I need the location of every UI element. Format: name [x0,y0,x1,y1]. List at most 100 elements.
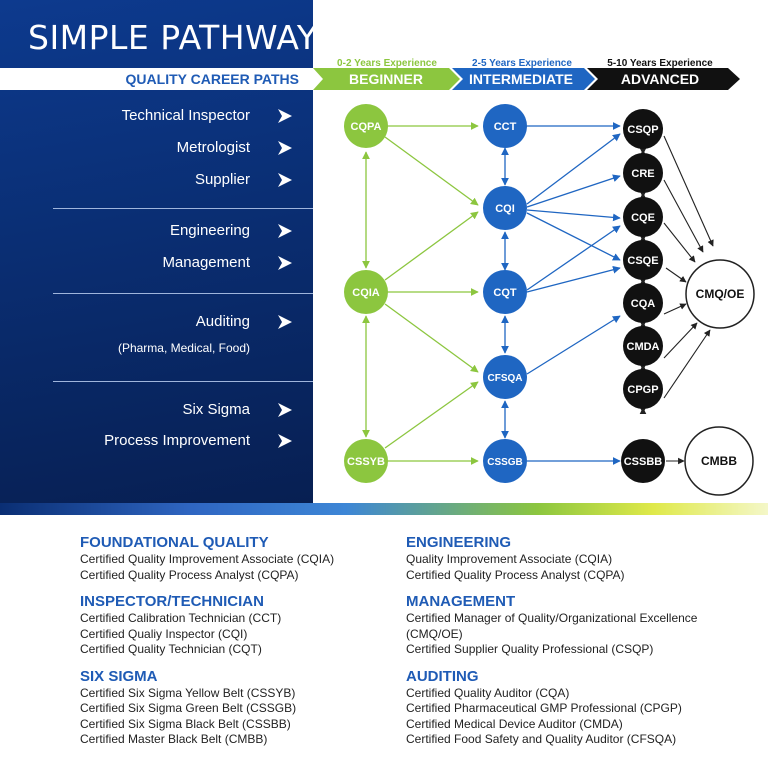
node-cssgb [483,439,527,483]
legend-item: Certified Quality Process Analyst (CQPA) [80,567,299,582]
legend-heading: INSPECTOR/TECHNICIAN [80,593,264,610]
advanced-experience: 5-10 Years Experience [607,58,713,69]
intermediate-stage-label: INTERMEDIATE [469,71,573,87]
legend-item: Certified Quality Improvement Associate … [80,552,335,566]
legend-item: (CMQ/OE) [406,626,463,641]
node-cfsqa [483,355,527,399]
node-cqa-label: CQA [631,298,656,310]
legend-heading: ENGINEERING [406,534,512,551]
node-cqt [483,270,527,314]
chevron-right-icon [278,141,292,155]
node-cmbb-label: CMBB [701,454,737,468]
legend-item: Certified Quality Process Analyst (CQPA) [406,567,625,582]
legend-item: Certified Qualiy Inspector (CQI) [80,626,248,641]
intermediate-stage-arrow [452,68,595,90]
career-process-improvement: Process Improvement [104,432,250,449]
node-cmbb [684,426,754,496]
divider [53,293,313,294]
legend-item: Certified Master Black Belt (CMBB) [80,732,268,746]
node-cqt-label: CQT [493,287,517,299]
legend-item: Certified Quality Auditor (CQA) [406,685,570,700]
chevron-right-icon [278,224,292,238]
career-metrologist: Metrologist [176,139,250,156]
legend-heading: SIX SIGMA [80,667,158,685]
node-cssbb [621,439,665,483]
career-engineering: Engineering [169,222,250,239]
legend-item: Certified Quality Technician (CQT) [80,642,262,656]
legend-item: Certified Six Sigma Yellow Belt (CSSYB) [80,685,296,700]
advanced-stage-label: ADVANCED [621,71,699,87]
node-csqp-label: CSQP [627,124,658,136]
node-cssbb-label: CSSBB [624,456,663,468]
career-auditing: Auditing [195,313,250,330]
legend-group-inspector: INSPECTOR/TECHNICIAN Certified Calibrati… [80,592,430,658]
career-technical-inspector: Technical Inspector [121,107,250,124]
chevron-right-icon [278,173,292,187]
legend-item: Quality Improvement Associate (CQIA) [406,552,613,566]
legend-right: ENGINEERING Quality Improvement Associat… [406,533,756,757]
node-cssgb-label: CSSGB [487,457,523,468]
node-csqe-label: CSQE [627,255,658,267]
node-cqi-label: CQI [495,203,515,215]
legend-item: Certified Food Safety and Quality Audito… [406,732,677,746]
intermediate-experience: 2-5 Years Experience [472,58,572,69]
legend-group-foundational: FOUNDATIONAL QUALITY Certified Quality I… [80,533,430,583]
legend-item: Certified Six Sigma Green Belt (CSSGB) [80,701,297,715]
legend-heading: FOUNDATIONAL QUALITY [80,534,269,551]
legend-item: Certified Medical Device Auditor (CMDA) [406,716,623,731]
legend-group-auditing: AUDITING Certified Quality Auditor (CQA)… [406,667,756,748]
gradient-divider [0,503,768,515]
node-cmda-label: CMDA [627,341,660,353]
divider [53,381,313,382]
career-paths-header: QUALITY CAREER PATHS [0,68,313,90]
chevron-right-icon [278,315,292,329]
legend-item: Certified Pharmaceutical GMP Professiona… [406,701,682,715]
career-management: Management [162,254,250,271]
node-cqia [344,270,388,314]
node-cssyb-label: CSSYB [347,456,385,468]
page-title: SIMPLE PATHWAYS [28,18,339,57]
node-cpgp-label: CPGP [627,384,658,396]
advanced-stage-arrow [587,68,740,90]
node-cqe-label: CQE [631,212,655,224]
legend-group-engineering: ENGINEERING Quality Improvement Associat… [406,533,756,583]
career-paths-subtitle: QUALITY CAREER PATHS [125,71,299,87]
node-cqpa-label: CQPA [351,121,382,133]
legend-group-six-sigma: SIX SIGMA Certified Six Sigma Yellow Bel… [80,667,430,748]
chevron-right-icon [278,434,292,448]
node-csqe [623,240,663,280]
legend-heading: MANAGEMENT [406,593,516,610]
legend-heading: AUDITING [406,667,479,685]
node-cqpa [344,104,388,148]
node-cqe [623,197,663,237]
node-cqi [483,186,527,230]
beginner-stage-arrow [313,68,460,90]
career-supplier: Supplier [194,171,250,188]
node-cmq-oe [685,259,755,329]
legend-item: Certified Supplier Quality Professional … [406,642,654,656]
legend-item: Certified Manager of Quality/Organizatio… [406,611,698,625]
node-csqp [623,109,663,149]
career-six-sigma: Six Sigma [182,401,250,418]
beginner-experience: 0-2 Years Experience [337,58,437,69]
node-cqia-label: CQIA [352,287,380,299]
node-cfsqa-label: CFSQA [488,373,523,384]
career-auditing-sectors: (Pharma, Medical, Food) [117,341,250,355]
legend-item: Certified Calibration Technician (CCT) [80,611,282,625]
pathway-diagram: BEGINNER INTERMEDIATE ADVANCED [313,68,755,496]
node-cssyb [344,439,388,483]
node-cre [623,153,663,193]
legend-group-management: MANAGEMENT Certified Manager of Quality/… [406,592,756,658]
chevron-right-icon [278,256,292,270]
node-cct [483,104,527,148]
divider [53,208,313,209]
legend-left: FOUNDATIONAL QUALITY Certified Quality I… [80,533,430,757]
node-cqa [623,283,663,323]
chevron-right-icon [278,403,292,417]
node-cre-label: CRE [631,168,654,180]
legend-item: Certified Six Sigma Black Belt (CSSBB) [80,716,291,731]
beginner-stage-label: BEGINNER [349,71,423,87]
node-cmda [623,326,663,366]
node-cct-label: CCT [494,121,517,133]
node-cmq-oe-label: CMQ/OE [696,287,745,301]
